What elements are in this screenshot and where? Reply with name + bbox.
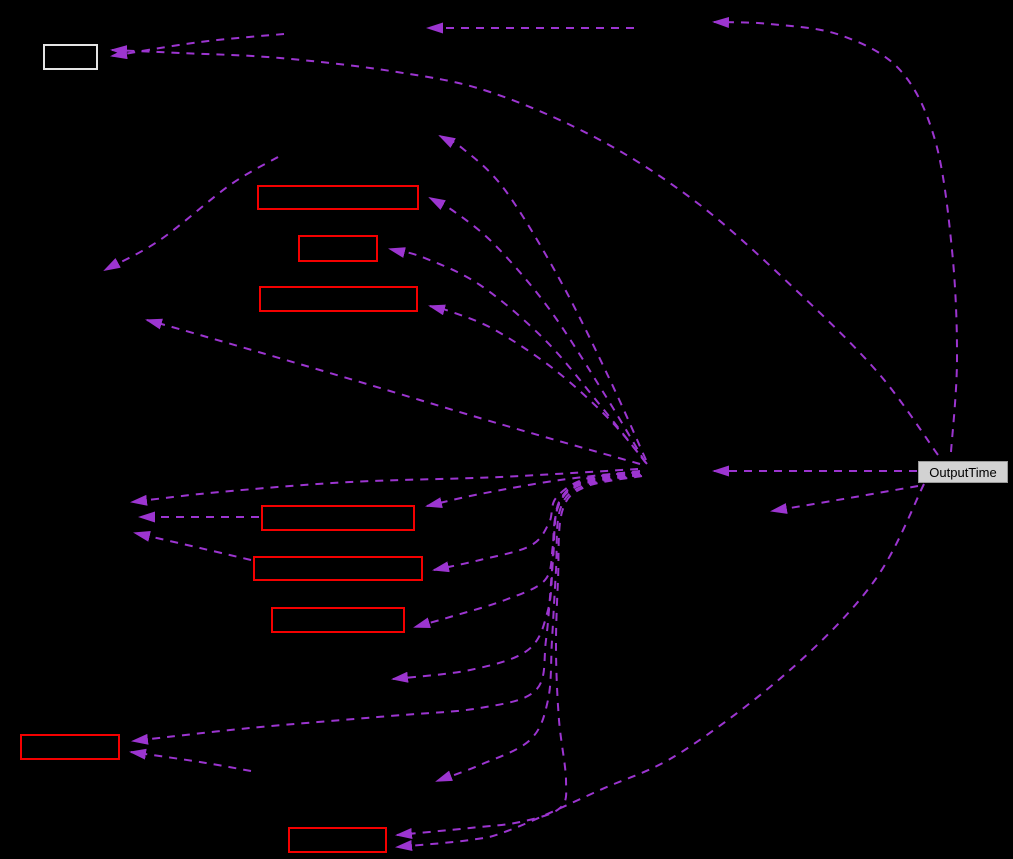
edge-center-to-red-box-8	[395, 475, 643, 840]
edge-hidden-upper-to-hidden-far-left	[103, 156, 279, 271]
node-red-box-1[interactable]	[257, 185, 419, 210]
edge-center-to-hidden-mid-left	[145, 318, 641, 465]
edge-hidden-lower-2-to-red-box-7	[129, 748, 252, 772]
node-red-box-4[interactable]	[261, 505, 415, 531]
edge-outputtime-to-hidden-right	[770, 485, 919, 514]
node-outputtime[interactable]: OutputTime	[918, 461, 1008, 483]
edge-center-to-hidden-lower-2	[435, 474, 642, 782]
edge-center-to-red-box-3	[428, 304, 648, 465]
edge-center-to-red-box-2	[388, 247, 647, 464]
edge-center-to-hidden-left	[130, 468, 639, 506]
node-red-box-2[interactable]	[298, 235, 378, 262]
edge-hidden-top-2-to-plain-box-top-left	[110, 33, 285, 60]
edge-outputtime-to-red-box-8	[395, 483, 925, 852]
edge-center-to-hidden-lower-1	[391, 473, 641, 683]
node-red-box-7[interactable]	[20, 734, 120, 760]
node-red-box-6[interactable]	[271, 607, 405, 633]
edge-outputtime-to-plain-box-top-left	[110, 45, 939, 456]
node-red-box-5[interactable]	[253, 556, 423, 581]
node-red-box-3[interactable]	[259, 286, 418, 312]
edge-outputtime-to-hidden-top	[712, 16, 959, 453]
edge-center-to-hidden-upper	[438, 135, 647, 461]
edge-center-to-red-box-5	[432, 471, 640, 573]
node-label-outputtime: OutputTime	[929, 464, 997, 480]
edge-red-box-5-to-hidden-left	[133, 531, 252, 561]
node-plain-box-top-left[interactable]	[43, 44, 98, 70]
edge-center-to-red-box-1	[428, 197, 646, 463]
node-red-box-8[interactable]	[288, 827, 387, 853]
edge-center-to-red-box-6	[413, 472, 641, 629]
